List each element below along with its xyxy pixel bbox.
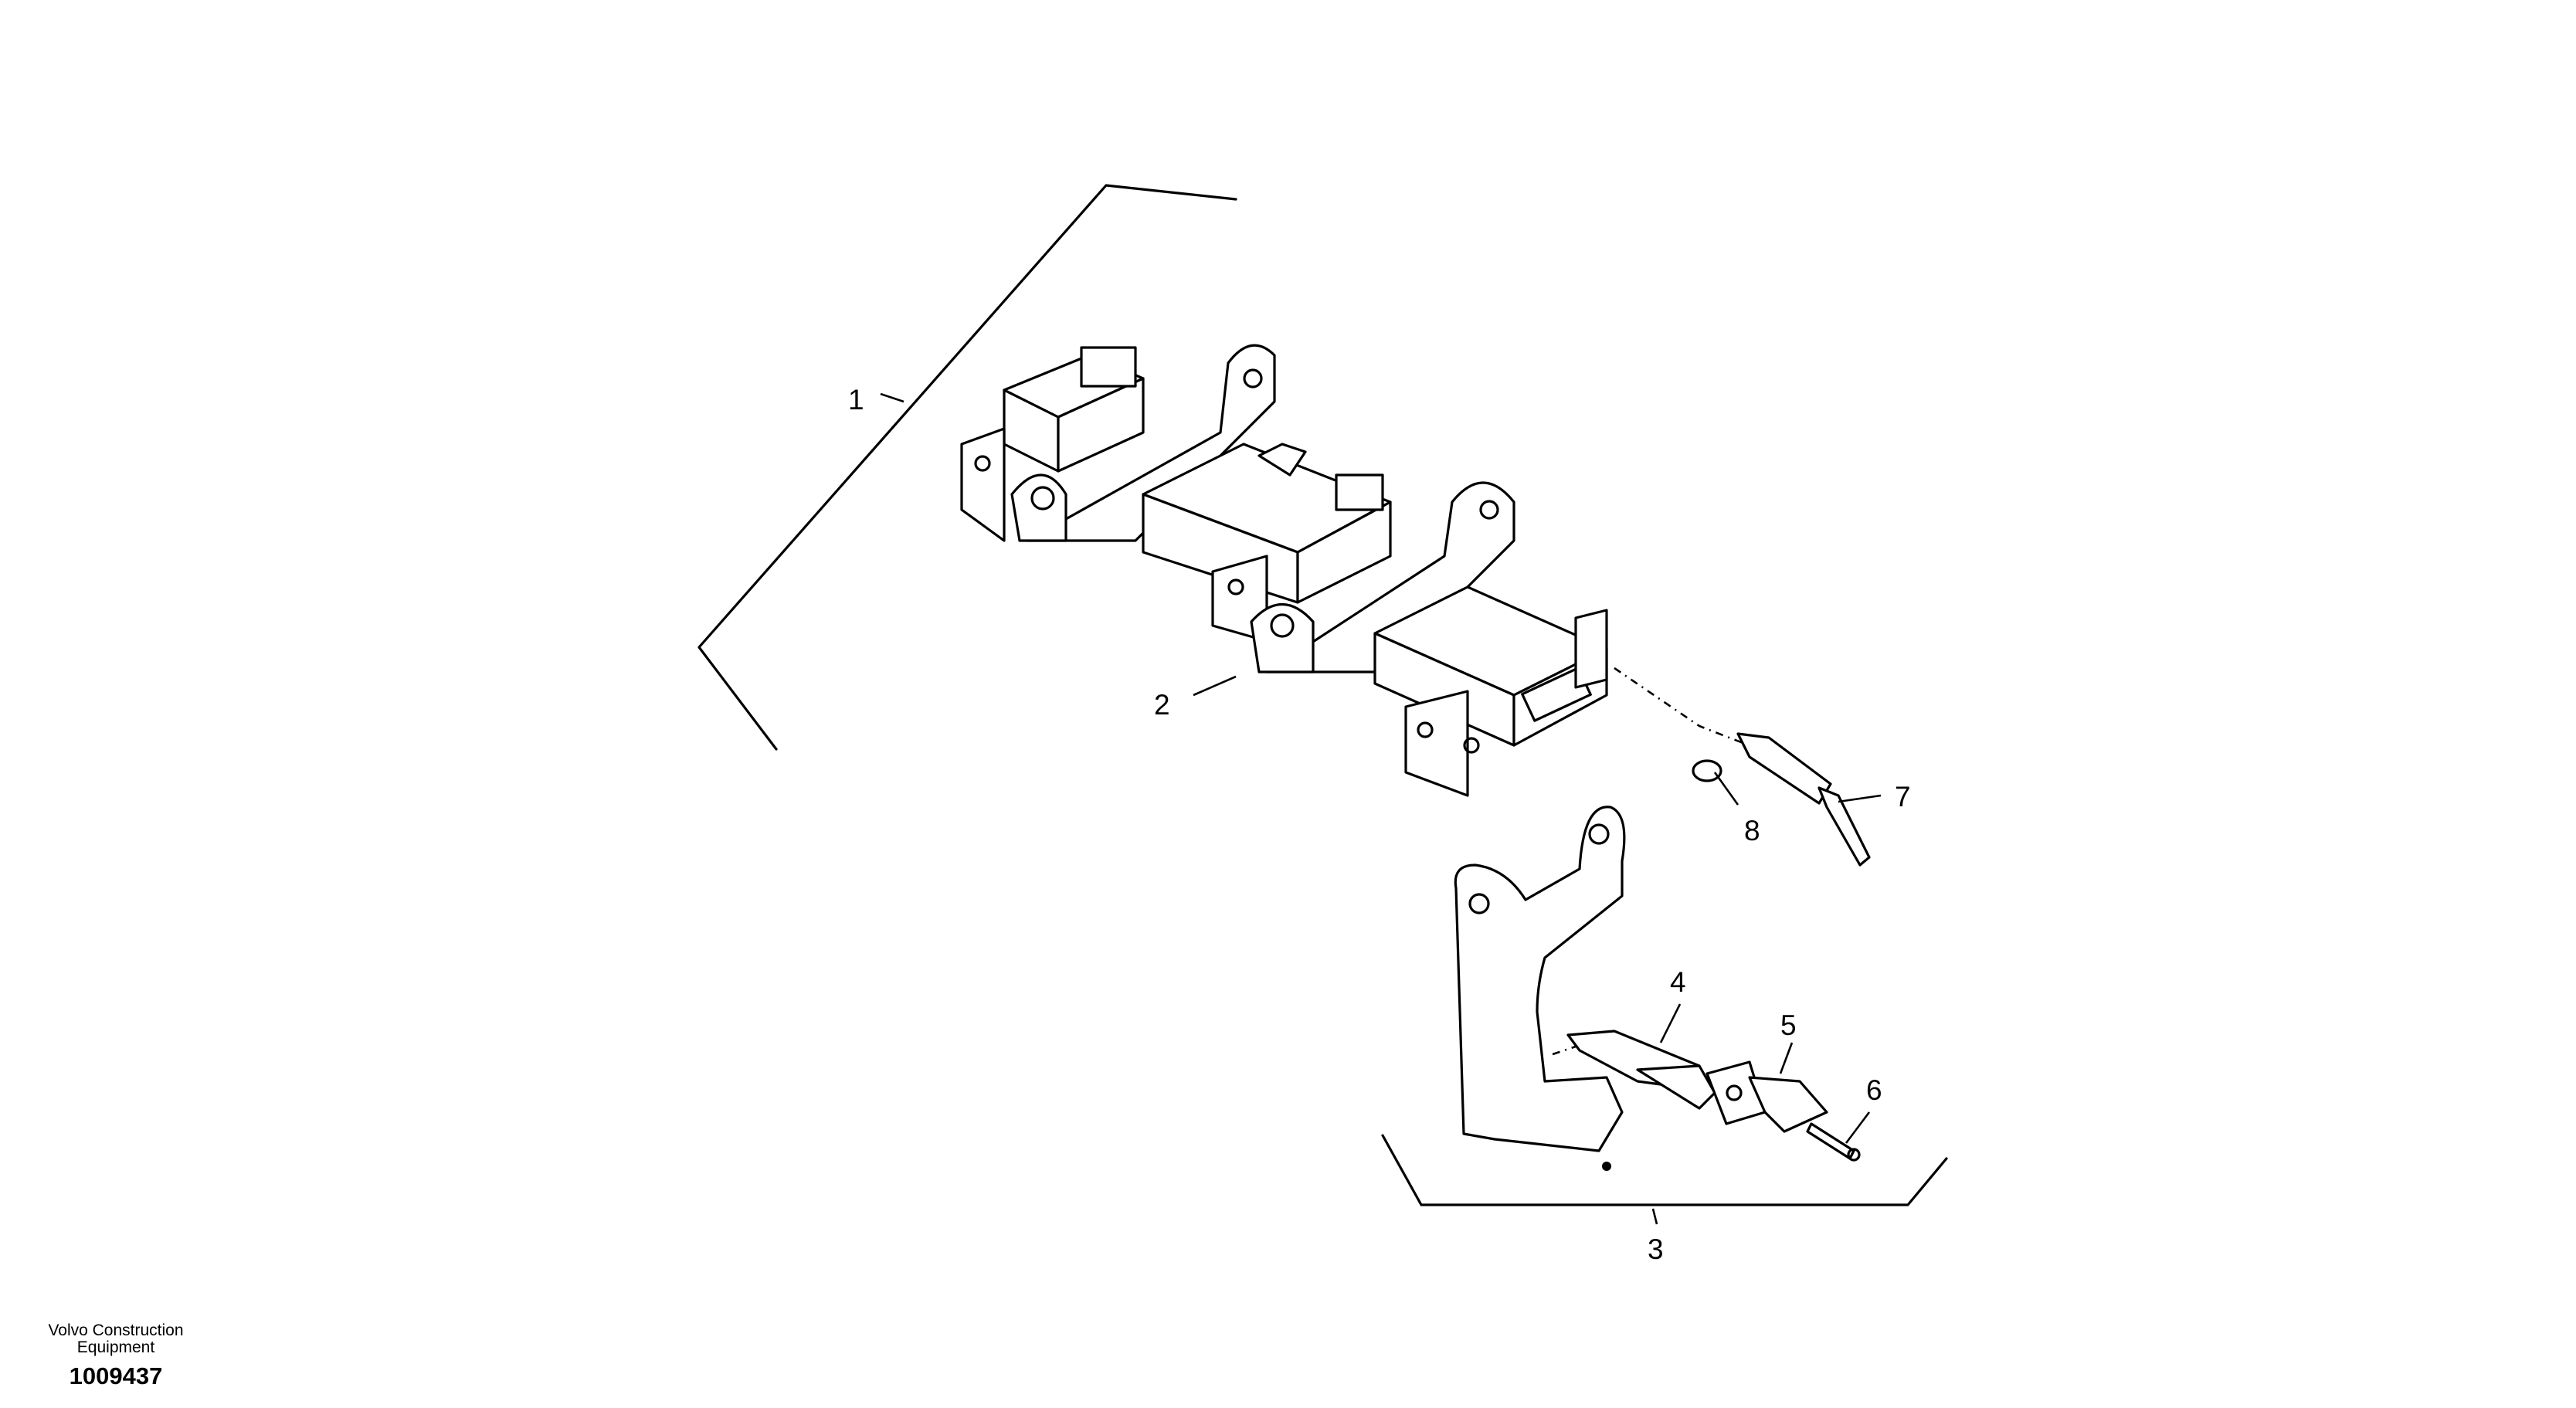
callout-6: 6 (1866, 1074, 1882, 1106)
ripper-shank-drawing (1454, 806, 1626, 1171)
callout-4: 4 (1670, 966, 1686, 998)
tooth-adapter-drawing (1552, 1003, 1716, 1110)
callout-1: 1 (848, 384, 864, 416)
shank-pin-drawing (1736, 732, 1882, 867)
company-name-line1: Volvo Construction (48, 1321, 184, 1339)
callout-2: 2 (1154, 689, 1170, 721)
callout-3: 3 (1648, 1233, 1664, 1265)
lock-ring-drawing (1692, 759, 1739, 806)
company-name-line2: Equipment (76, 1338, 155, 1356)
mounting-frame-drawing (960, 344, 1608, 797)
group-1-bracket (697, 184, 1237, 751)
callout-8: 8 (1744, 815, 1760, 846)
group-3-bracket (1381, 1134, 1948, 1225)
ripper-tooth-drawing (1705, 1042, 1828, 1133)
callout-7: 7 (1895, 781, 1911, 813)
callout-5: 5 (1780, 1009, 1797, 1041)
tooth-pin-drawing (1806, 1111, 1871, 1162)
document-footer: Volvo Construction Equipment 1009437 (31, 1322, 201, 1390)
shank-marker-dot (1602, 1162, 1611, 1171)
document-number: 1009437 (69, 1362, 163, 1389)
